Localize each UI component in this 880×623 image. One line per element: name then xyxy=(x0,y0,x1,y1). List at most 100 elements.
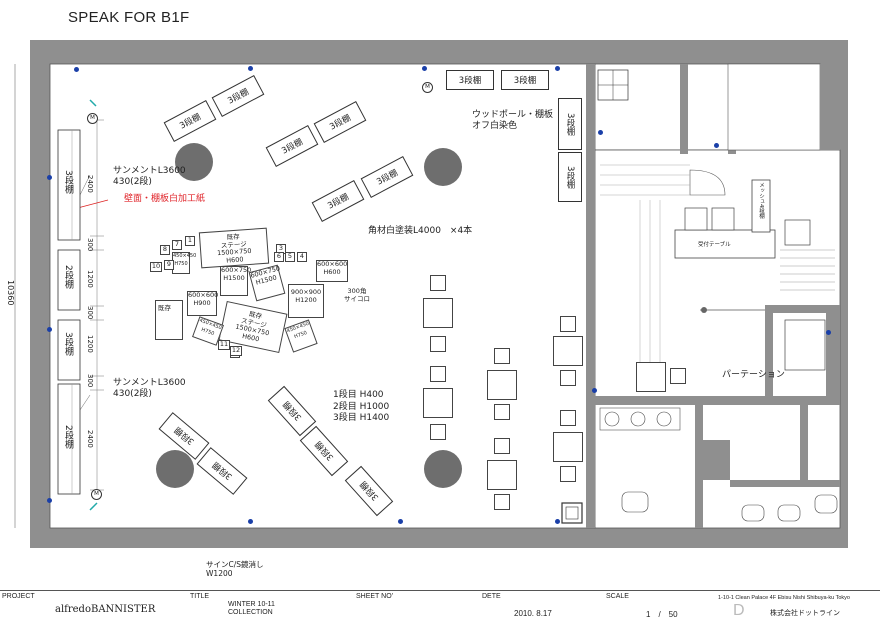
floor-plan xyxy=(14,40,848,548)
shelf-right-2: 3段棚 xyxy=(558,152,582,202)
mesh-shelf-label: メッシュ4段棚 xyxy=(758,182,764,219)
sheet-header: SHEET NO' xyxy=(356,593,393,600)
dim-1200-b: 1200 xyxy=(86,335,94,353)
wall-shelf-label-4: 2段棚 xyxy=(63,425,73,449)
light-marker xyxy=(248,519,253,524)
cube-8: 8 xyxy=(160,245,170,255)
shelf-top-1: 3段棚 xyxy=(446,70,494,90)
table xyxy=(494,438,510,454)
box-600x750-a: 600×750 H1500 xyxy=(220,266,251,296)
cube-12: 12 xyxy=(230,346,242,356)
shelf-top-2: 3段棚 xyxy=(501,70,549,90)
shelf-right-1: 3段棚 xyxy=(558,98,582,150)
title-line-1: WINTER 10-11 xyxy=(228,601,275,608)
dim-300-a: 300 xyxy=(86,238,94,252)
light-marker xyxy=(598,130,603,135)
light-marker xyxy=(248,66,253,71)
title-header: TITLE xyxy=(190,593,210,600)
light-marker xyxy=(74,67,79,72)
column-4 xyxy=(424,450,462,488)
cube-10: 10 xyxy=(150,262,162,272)
note-partition: パーテーション xyxy=(722,370,785,380)
scale-header: SCALE xyxy=(606,593,629,600)
m-mark-3: M xyxy=(422,82,433,93)
m-mark-2: M xyxy=(91,489,102,500)
column-1 xyxy=(175,143,213,181)
box-450-a: 450×450 H750 xyxy=(172,252,196,274)
note-sign: サインC/S鏡消し W1200 xyxy=(206,560,264,578)
dice-300: 300角 サイコロ xyxy=(344,287,370,303)
table xyxy=(430,366,446,382)
note-wood-pole: ウッドポール・棚板 オフ白染色 xyxy=(472,110,554,131)
existing-stage-3-label: 既存 xyxy=(158,304,171,312)
light-marker xyxy=(555,66,560,71)
dim-2400-top: 2400 xyxy=(86,175,94,193)
dim-1200-a: 1200 xyxy=(86,270,94,288)
table xyxy=(553,336,583,366)
project-name: alfredoBANNISTER xyxy=(55,604,156,615)
reception-label: 受付テーブル xyxy=(698,242,731,248)
note-levels: 1段目 H400 2段目 H1000 3段目 H1400 xyxy=(333,390,390,423)
light-marker xyxy=(47,498,52,503)
column-3 xyxy=(156,450,194,488)
title-block: PROJECT TITLE SHEET NO' DETE SCALE 1-10-… xyxy=(0,590,880,623)
light-marker xyxy=(714,143,719,148)
table xyxy=(430,424,446,440)
cube-7: 7 xyxy=(172,240,182,250)
box-600x600-a: 600×600 H900 xyxy=(187,291,218,316)
note-square-timber: 角材白塗装L4000 ×4本 xyxy=(368,226,473,236)
note-wall-shelf: 壁面・棚板白加工紙 xyxy=(124,194,206,204)
table xyxy=(560,370,576,386)
scale-value: 1 / 50 xyxy=(646,610,678,619)
table xyxy=(494,494,510,510)
table xyxy=(423,388,453,418)
cube-1: 1 xyxy=(185,236,195,246)
table xyxy=(560,410,576,426)
column-2 xyxy=(424,148,462,186)
company-name: 株式会社ドットライン xyxy=(770,610,840,617)
table xyxy=(560,316,576,332)
table xyxy=(553,432,583,462)
wall-shelf-label-1: 3段棚 xyxy=(63,170,73,194)
table xyxy=(430,336,446,352)
light-marker xyxy=(398,519,403,524)
light-marker xyxy=(555,519,560,524)
table xyxy=(487,370,517,400)
company-logo: D xyxy=(733,602,745,619)
existing-stage-3 xyxy=(155,300,183,340)
m-mark-1: M xyxy=(87,113,98,124)
note-sanment-bottom: サンメントL3600 430(2段) xyxy=(113,378,186,399)
light-marker xyxy=(826,330,831,335)
table xyxy=(670,368,686,384)
title-line-2: COLLECTION xyxy=(228,609,273,616)
table xyxy=(487,460,517,490)
light-marker xyxy=(47,175,52,180)
box-900x900: 900×900 H1200 xyxy=(288,284,324,318)
project-header: PROJECT xyxy=(2,593,35,600)
wall-shelf-label-3: 3段棚 xyxy=(63,332,73,356)
light-marker xyxy=(47,327,52,332)
date-header: DETE xyxy=(482,593,501,600)
cube-5: 5 xyxy=(285,252,295,262)
dim-2400-bottom: 2400 xyxy=(86,430,94,448)
dim-300-b: 300 xyxy=(86,306,94,320)
cube-9: 9 xyxy=(164,260,174,270)
table xyxy=(560,466,576,482)
cube-6: 6 xyxy=(274,252,284,262)
dim-total: 10360 xyxy=(6,280,15,306)
box-600x600-b: 600×600 H600 xyxy=(316,260,348,282)
table xyxy=(636,362,666,392)
table xyxy=(494,404,510,420)
table xyxy=(430,275,446,291)
drawing-title: SPEAK FOR B1F xyxy=(68,9,190,26)
dim-300-c: 300 xyxy=(86,374,94,388)
note-sanment-top: サンメントL3600 430(2段) xyxy=(113,166,186,187)
cube-11: 11 xyxy=(218,340,230,350)
wall-shelf-label-2: 2段棚 xyxy=(63,265,73,289)
address: 1-10-1 Clean Palace 4F Ebisu Nishi Shibu… xyxy=(718,595,850,601)
cube-4: 4 xyxy=(297,252,307,262)
light-marker xyxy=(422,66,427,71)
table xyxy=(494,348,510,364)
table xyxy=(423,298,453,328)
date-value: 2010. 8.17 xyxy=(514,609,552,618)
